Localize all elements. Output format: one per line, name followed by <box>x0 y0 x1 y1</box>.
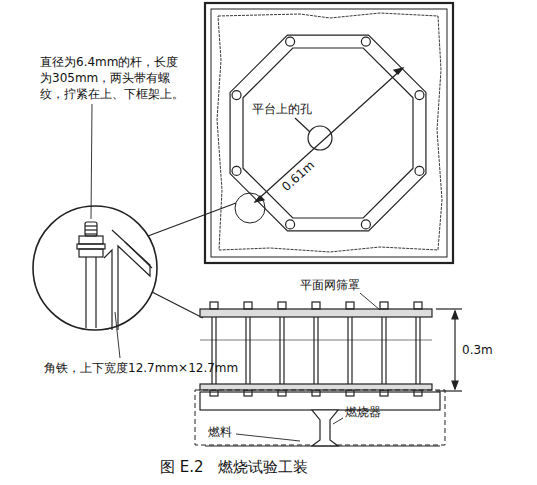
label: 燃料 <box>208 424 232 440</box>
bolt <box>286 37 295 46</box>
detail-circle <box>33 206 157 330</box>
burner-leader <box>333 418 343 424</box>
mesh-edge <box>217 13 442 252</box>
caption: 图 E.2 燃烧试验工装 <box>160 458 308 477</box>
bolt <box>415 166 424 175</box>
hole-leader <box>295 118 310 132</box>
dimension <box>436 309 462 391</box>
octagon-ring <box>230 35 426 231</box>
fuel-leader <box>236 434 300 441</box>
plan-frame-inner <box>211 9 447 257</box>
label: 平台上的孔 <box>252 101 312 117</box>
label: 角铁，上下宽度12.7mm×12.7mm <box>44 360 238 376</box>
posts <box>200 302 432 396</box>
diameter-line <box>255 68 403 202</box>
ground <box>205 445 440 446</box>
bolt <box>415 91 424 100</box>
enclosure <box>195 390 445 445</box>
label: 0.3m <box>462 342 493 358</box>
rod-detail <box>77 222 152 330</box>
screen-leader <box>360 293 380 310</box>
burner <box>312 410 338 446</box>
diameter-arrows <box>255 68 403 202</box>
bolt <box>361 37 370 46</box>
bottom-frame <box>200 384 432 390</box>
bolt <box>286 220 295 229</box>
bolt <box>361 220 370 229</box>
label: 直径为6.4mm的杆，长度为305mm，两头带有螺纹，拧紧在上、下框架上。 <box>40 54 188 103</box>
detail-link <box>148 203 236 236</box>
detail-mark <box>235 193 265 223</box>
platform-hole <box>308 126 332 150</box>
detail-link <box>152 292 203 318</box>
plan-frame <box>205 3 453 263</box>
bolt <box>232 166 241 175</box>
angle-leader <box>115 312 120 358</box>
top-frame <box>200 309 432 317</box>
base <box>200 392 440 410</box>
bolt <box>232 91 241 100</box>
rod-leader <box>91 104 92 219</box>
label: 平面网筛罩 <box>300 277 360 293</box>
label: 燃烧器 <box>345 404 381 420</box>
